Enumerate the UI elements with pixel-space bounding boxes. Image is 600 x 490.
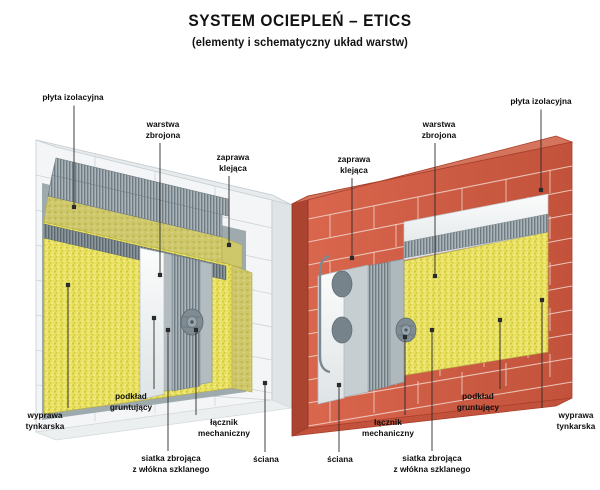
label-warstwa-zbrojona: warstwa zbrojona <box>145 120 181 140</box>
label-lacznik-mechaniczny: łącznik mechaniczny <box>198 418 250 438</box>
label-plyta-izolacyjna: płyta izolacyjna <box>510 97 572 106</box>
render-coats-right <box>317 258 405 405</box>
label-sciana: ściana <box>253 455 279 464</box>
leader-dot-warstwa-zbrojona <box>157 272 163 278</box>
leader-dot-sciana <box>336 382 342 388</box>
leader-lines <box>65 105 545 452</box>
mesh-band-top-right <box>403 213 549 259</box>
adhesive-mortar-blobs <box>318 254 353 374</box>
title-block: SYSTEM OCIEPLEŃ – ETICS (elementy i sche… <box>0 12 600 49</box>
render-top-edge-stripe <box>51 157 229 217</box>
leader-dot-lacznik-mechaniczny <box>193 327 199 333</box>
left-wall-assembly <box>34 139 294 441</box>
leader-dot-lacznik-mechaniczny <box>402 334 408 340</box>
mechanical-anchor-right <box>395 317 417 343</box>
leader-dot-warstwa-zbrojona <box>432 273 438 279</box>
leader-dot-plyta-izolacyjna <box>538 187 544 193</box>
leader-dot-zaprawa-klejaca <box>226 242 232 248</box>
leader-dot-podklad-gruntujacy <box>151 315 157 321</box>
label-siatka-zbrojaca: siatka zbrojąca z włókna szklanego <box>132 454 210 474</box>
leader-dot-podklad-gruntujacy <box>497 317 503 323</box>
leader-dot-siatka-zbrojaca <box>165 327 171 333</box>
leader-dot-siatka-zbrojaca <box>429 327 435 333</box>
label-warstwa-zbrojona: warstwa zbrojona <box>421 120 457 140</box>
brick-wall-return <box>291 195 309 437</box>
finish-render-slab <box>139 247 165 401</box>
label-plyta-izolacyjna: płyta izolacyjna <box>42 93 104 102</box>
page-title: SYSTEM OCIEPLEŃ – ETICS <box>188 12 412 30</box>
leader-dot-wyprawa-tynkarska <box>65 282 71 288</box>
mechanical-anchor <box>180 308 204 336</box>
leader-dot-sciana <box>262 380 268 386</box>
label-lacznik-mechaniczny: łącznik mechaniczny <box>362 418 414 438</box>
block-wall-return <box>271 194 293 409</box>
label-podklad-gruntujacy: podkład gruntujący <box>109 392 153 412</box>
leader-dot-wyprawa-tynkarska <box>539 297 545 303</box>
brick-wall-top <box>291 135 574 205</box>
label-siatka-zbrojaca: siatka zbrojąca z włókna szklanego <box>393 454 471 474</box>
label-wyprawa-tynkarska: wyprawa tynkarska <box>556 411 596 431</box>
label-zaprawa-klejaca: zaprawa klejąca <box>337 155 371 175</box>
leader-dot-zaprawa-klejaca <box>349 255 355 261</box>
insulation-section <box>231 264 253 393</box>
page-subtitle: (elementy i schematyczny układ warstw) <box>192 37 408 50</box>
label-sciana: ściana <box>327 455 353 464</box>
mesh-slab-right <box>365 261 391 393</box>
label-zaprawa-klejaca: zaprawa klejąca <box>216 153 250 173</box>
label-podklad-gruntujacy: podkład gruntujący <box>456 392 500 412</box>
leader-dot-plyta-izolacyjna <box>71 204 77 210</box>
right-wall-assembly <box>291 135 574 437</box>
label-wyprawa-tynkarska: wyprawa tynkarska <box>25 411 65 431</box>
